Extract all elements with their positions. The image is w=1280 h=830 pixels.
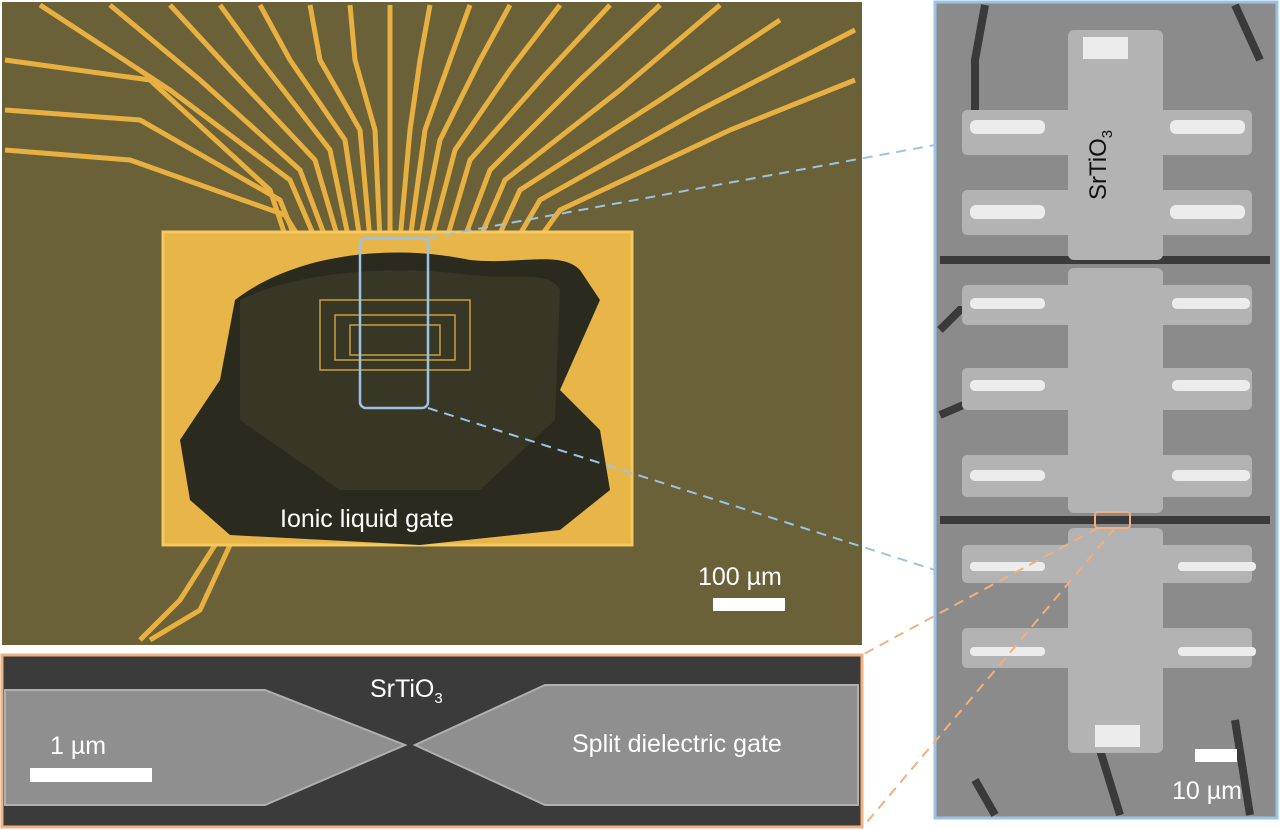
scale-bar-10um bbox=[1195, 749, 1237, 762]
scale-label-10um: 10 µm bbox=[1172, 777, 1242, 805]
hallbar-material-subscript: 3 bbox=[1098, 129, 1116, 139]
scale-bar-100um bbox=[713, 598, 785, 611]
sem-material-subscript: 3 bbox=[434, 690, 443, 707]
scale-label-100um: 100 µm bbox=[698, 563, 782, 591]
hall-bar bbox=[962, 30, 1252, 753]
scale-bar-1um bbox=[30, 768, 152, 782]
zoom-box-blue bbox=[358, 236, 430, 410]
scale-label-1um: 1 µm bbox=[50, 732, 107, 760]
zoom-connectors bbox=[427, 144, 1116, 829]
gold-leads bbox=[4, 2, 857, 643]
optical-micrograph bbox=[2, 2, 862, 645]
hallbar-material-text: SrTiO bbox=[1085, 138, 1112, 200]
hallbar-micrograph bbox=[933, 0, 1279, 820]
hallbar-material-label: SrTiO3 bbox=[1085, 130, 1116, 200]
sem-micrograph bbox=[0, 653, 864, 829]
ionic-liquid-gate-label: Ionic liquid gate bbox=[280, 505, 454, 533]
gate-right bbox=[412, 684, 859, 806]
zoom-box-orange bbox=[1094, 511, 1131, 529]
sem-material-text: SrTiO bbox=[370, 675, 435, 703]
sem-material-label: SrTiO3 bbox=[370, 675, 443, 707]
split-gate-label: Split dielectric gate bbox=[572, 730, 782, 758]
